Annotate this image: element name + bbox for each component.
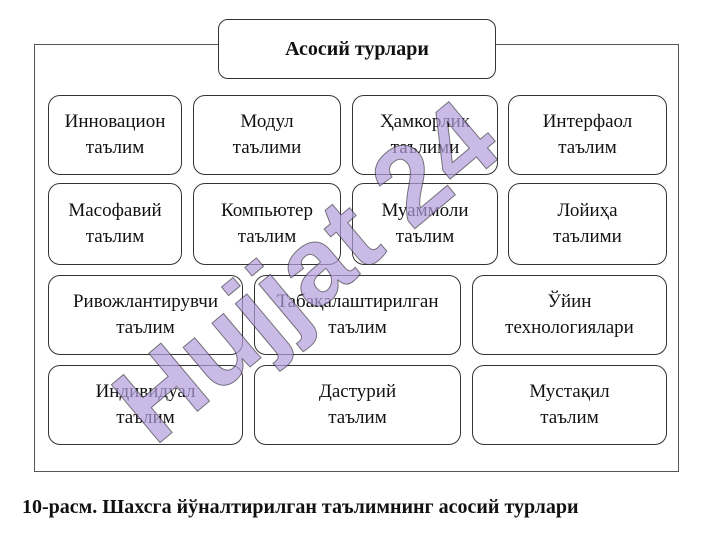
type-box-distance: Масофавий таълим [48, 183, 182, 265]
type-box-line: таълим [85, 137, 145, 158]
type-box-line: таълим [116, 317, 175, 338]
type-box-software: Дастурий таълим [254, 365, 461, 445]
type-box-individual: Индивидуал таълим [48, 365, 243, 445]
type-box-line: таълими [553, 226, 622, 247]
type-box-developmental: Ривожлантирувчи таълим [48, 275, 243, 355]
type-box-line: Мустақил [529, 381, 610, 402]
type-box-independent: Мустақил таълим [472, 365, 667, 445]
type-box-line: Индивидуал [95, 381, 196, 402]
type-box-line: Интерфаол [542, 111, 633, 132]
type-box-line: таълим [85, 226, 145, 247]
type-box-problem: Муаммоли таълим [352, 183, 498, 265]
type-box-line: таълим [116, 407, 175, 428]
type-box-line: Муаммоли [381, 200, 469, 221]
type-box-project: Лойиҳа таълими [508, 183, 667, 265]
type-box-line: Табақалаштирилган [276, 291, 439, 312]
type-box-line: таълими [232, 137, 302, 158]
type-box-computer: Компьютер таълим [193, 183, 341, 265]
type-box-line: таълим [237, 226, 297, 247]
type-box-line: таълим [328, 317, 387, 338]
type-box-line: Масофавий [68, 200, 162, 221]
type-box-line: таълим [558, 137, 617, 158]
type-box-line: таълими [390, 137, 460, 158]
type-box-line: Лойиҳа [557, 200, 618, 221]
type-box-line: Модул [240, 111, 294, 132]
type-box-cooperation: Ҳамкорлик таълими [352, 95, 498, 175]
type-box-interactive: Интерфаол таълим [508, 95, 667, 175]
type-box-line: Инновацион [64, 111, 166, 132]
diagram-title-box: Асосий турлари [218, 19, 496, 79]
type-box-line: Ривожлантирувчи [72, 291, 218, 312]
type-box-line: технологиялари [505, 317, 634, 338]
type-box-line: Дастурий [318, 381, 397, 402]
type-box-line: Ўйин [547, 291, 592, 312]
type-box-line: таълим [328, 407, 387, 428]
type-box-line: Ҳамкорлик [379, 111, 471, 132]
type-box-innovative: Инновацион таълим [48, 95, 182, 175]
type-box-line: Компьютер [221, 200, 313, 221]
diagram-title: Асосий турлари [285, 37, 429, 60]
figure-caption: 10-расм. Шахсга йўналтирилган таълимнинг… [22, 496, 579, 518]
type-box-game: Ўйин технологиялари [472, 275, 667, 355]
type-box-line: таълим [540, 407, 599, 428]
type-box-differentiated: Табақалаштирилган таълим [254, 275, 461, 355]
type-box-line: таълим [395, 226, 455, 247]
type-box-module: Модул таълими [193, 95, 341, 175]
